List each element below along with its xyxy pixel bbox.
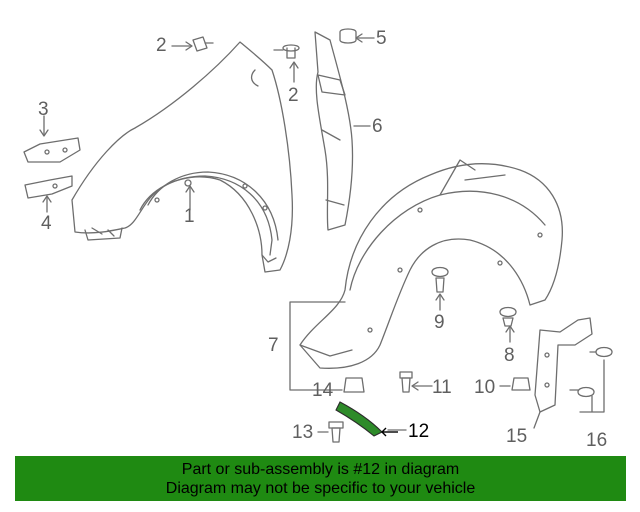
callout-4: 4 [41, 213, 52, 234]
callout-10: 10 [474, 377, 496, 398]
bracket-15[interactable] [534, 317, 593, 413]
callout-11: 11 [432, 377, 452, 398]
info-banner: Part or sub-assembly is #12 in diagram D… [15, 456, 626, 501]
bolt-2b[interactable] [273, 44, 300, 59]
fender-clips [154, 179, 268, 211]
bracket-4[interactable] [24, 175, 73, 199]
parts-diagram [23, 28, 613, 443]
seal-6[interactable] [314, 31, 354, 231]
callout-12: 12 [408, 421, 430, 442]
leader-lines [39, 33, 605, 433]
part-12-highlighted[interactable] [335, 401, 398, 437]
fender-part[interactable] [71, 41, 294, 273]
callout-1: 1 [184, 206, 195, 227]
bolts-16[interactable] [569, 346, 613, 398]
liner-7[interactable] [299, 159, 563, 369]
callout-5: 5 [376, 28, 387, 49]
callout-2b: 2 [288, 85, 299, 106]
bolt-2a[interactable] [192, 36, 214, 52]
callout-9: 9 [434, 312, 445, 333]
screw-9[interactable] [431, 266, 449, 293]
bracket-3[interactable] [23, 137, 81, 163]
bolt-13[interactable] [328, 421, 344, 443]
callout-15: 15 [506, 426, 528, 447]
callout-3: 3 [38, 99, 49, 120]
callout-13: 13 [292, 422, 314, 443]
cap-5[interactable] [339, 28, 357, 44]
clip-10[interactable] [511, 377, 531, 391]
callout-14: 14 [312, 380, 334, 401]
clip-14[interactable] [343, 377, 365, 393]
callout-7: 7 [268, 335, 279, 356]
callout-6: 6 [372, 116, 383, 137]
screw-8[interactable] [499, 306, 517, 327]
banner-line-1: Part or sub-assembly is #12 in diagram [181, 461, 460, 478]
banner-line-2: Diagram may not be specific to your vehi… [165, 480, 476, 497]
callout-8: 8 [504, 345, 515, 366]
bolt-11[interactable] [399, 371, 413, 393]
callout-2a: 2 [156, 35, 167, 56]
callout-16: 16 [586, 430, 608, 451]
